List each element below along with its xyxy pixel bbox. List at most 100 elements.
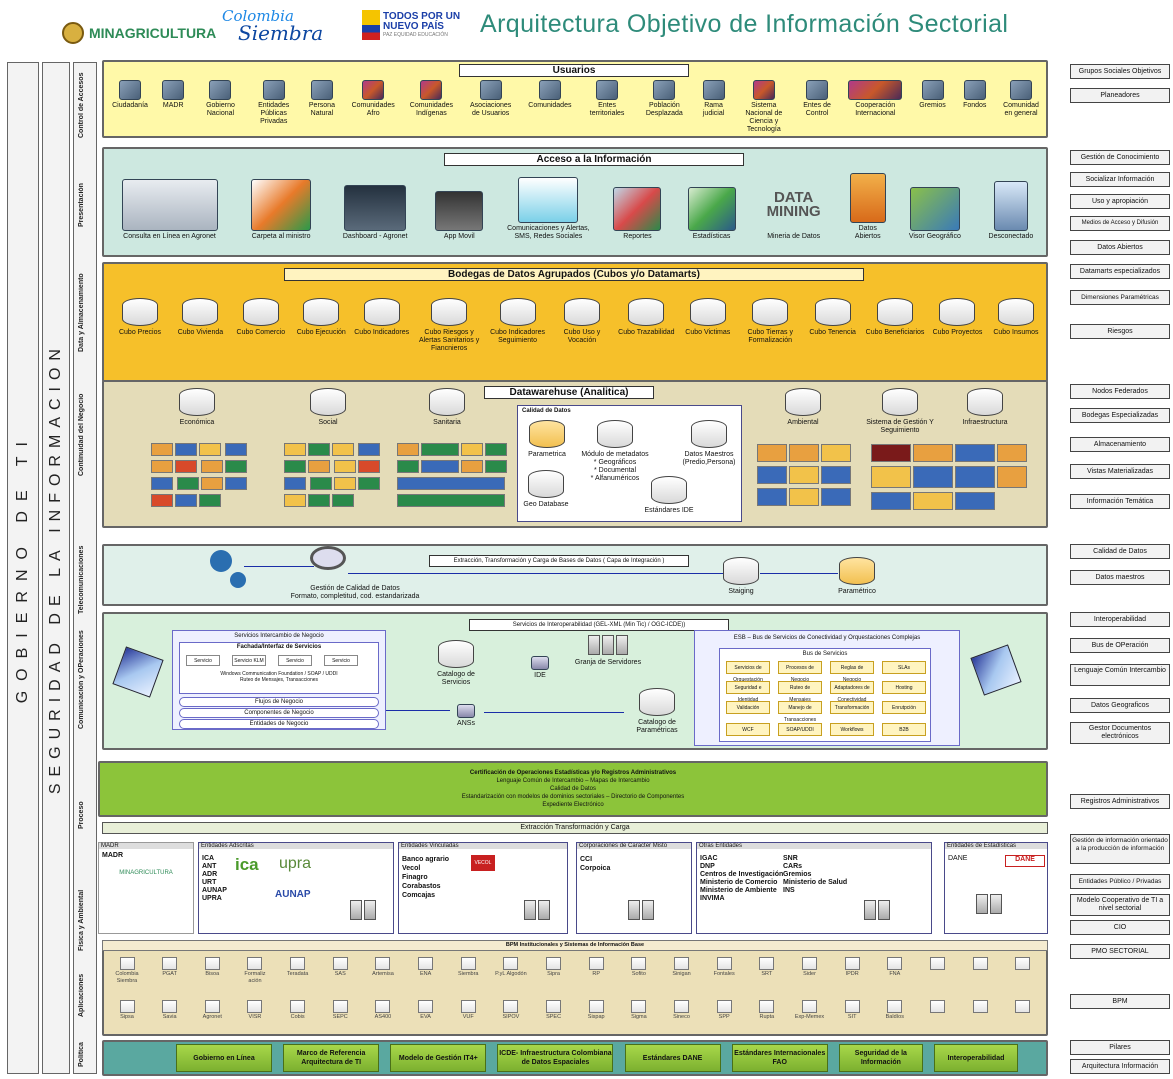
cube-item: Cubo Indicadores — [354, 298, 410, 353]
bus-item: Transformación — [830, 701, 874, 714]
data-mining-logo: DATA MINING — [766, 189, 821, 220]
grid-cell — [955, 466, 995, 488]
grid-cell — [397, 477, 505, 490]
user-item: Ciudadanía — [112, 80, 148, 134]
database-icon — [689, 298, 726, 326]
grid-cell — [485, 460, 507, 473]
bus-box: Bus de Servicios Servicios de Orquestaci… — [719, 648, 931, 742]
flow-arrow — [386, 710, 450, 711]
server-icon — [976, 894, 988, 914]
access-item: Estadísticas — [682, 187, 742, 241]
pillar-item: Gestión de información orientado a la pr… — [1070, 834, 1170, 864]
window-icon — [162, 1000, 178, 1013]
pillar-item: Registros Administrativos — [1070, 794, 1170, 809]
person-icon — [1009, 80, 1032, 100]
estadisticas-box: Entidades de Estadísticas DANE DANE — [944, 842, 1048, 934]
people-icon — [479, 80, 502, 100]
app-item: Formaliz ación — [238, 957, 272, 985]
window-icon — [674, 957, 690, 970]
politica-item: Gobierno en Línea — [176, 1044, 272, 1072]
server-icon — [616, 635, 628, 655]
app-item — [1006, 1000, 1040, 1021]
bus-item: Workflows — [830, 723, 874, 736]
staiging-db: Staiging — [718, 557, 764, 596]
vinculadas-title: Entidades Vinculadas — [399, 843, 567, 849]
seguridad-bar: SEGURIDAD DE LA INFORMACION — [42, 62, 70, 1074]
user-item: Entidades Públicas Privadas — [253, 80, 295, 134]
servicio-box: Servicio — [324, 655, 358, 666]
database-icon — [639, 688, 675, 716]
server-icon — [364, 900, 376, 920]
grid-cell — [821, 444, 851, 462]
window-icon — [759, 957, 775, 970]
bus-title: Bus de Servicios — [802, 651, 848, 657]
grid-cell — [151, 460, 173, 473]
app-item: Teradata — [281, 957, 315, 985]
database-icon — [723, 557, 759, 585]
user-item: Gobierno Nacional — [198, 80, 242, 134]
app-item: Sinigan — [665, 957, 699, 985]
pillar-item: Modelo Cooperativo de TI a nivel sectori… — [1070, 894, 1170, 916]
grid-cell — [199, 443, 221, 456]
ide-stack: IDE — [520, 656, 560, 680]
grid-cell — [357, 477, 380, 490]
window-icon — [802, 957, 817, 970]
pillar-item: Dimensiones Paramétricas — [1070, 290, 1170, 305]
photo-icon — [420, 80, 443, 100]
database-icon — [814, 298, 851, 326]
cube-item: Cubo Victimas — [680, 298, 736, 353]
app-item: Savia — [153, 1000, 187, 1021]
cube-item: Cubo Riesgos y Alertas Sanitarios y Fian… — [414, 298, 484, 353]
app-item: Sipsa — [110, 1000, 144, 1021]
database-icon — [628, 298, 665, 326]
user-item: Persona Natural — [305, 80, 339, 134]
alerts-icon — [518, 177, 579, 223]
reports-icon — [613, 187, 662, 231]
sin-title: Servicios Intercambio de Negocio — [234, 633, 324, 639]
pillar-item: PMO SECTORIAL — [1070, 944, 1170, 959]
cube-item: Cubo Beneficiarios — [865, 298, 925, 353]
user-item: Fondos — [960, 80, 990, 134]
chart-folder-icon — [251, 179, 312, 231]
access-item: Consulta en Línea en Agronet — [112, 179, 227, 241]
building-icon — [209, 80, 232, 100]
window-icon — [460, 957, 476, 970]
grid-cell — [757, 466, 787, 484]
grid-cell — [461, 460, 483, 473]
window-icon — [332, 1000, 348, 1013]
adscritas-title: Entidades Adscritas — [199, 843, 393, 849]
grid-cell — [997, 466, 1027, 488]
cube-item: Cubo Vivienda — [172, 298, 228, 353]
window-icon — [887, 1000, 903, 1013]
catalogo-parametricas: Catalogo de Paramétricas — [624, 688, 690, 735]
app-item: VUF — [451, 1000, 485, 1021]
people-icon — [162, 80, 185, 100]
app-item: SPP — [707, 1000, 741, 1021]
grid-cell — [309, 477, 332, 490]
esb-title: ESB – Bus de Servicios de Conectividad y… — [733, 635, 921, 641]
entidades-pill: Entidades de Negocio — [179, 719, 379, 729]
ide-db: Estándares IDE — [638, 476, 700, 515]
cert-line: Estandarización con modelos de dominios … — [461, 794, 685, 800]
app-item: Sipra — [537, 957, 571, 985]
app-item: SIT — [835, 1000, 869, 1021]
database-icon — [997, 298, 1034, 326]
app-item: Colombia Siembra — [110, 957, 144, 985]
madr-logo: MINAGRICULTURA — [119, 870, 173, 876]
app-item: SPEC — [537, 1000, 571, 1021]
componentes-pill: Componentes de Negocio — [179, 708, 379, 718]
grid-cell — [871, 444, 911, 462]
servers — [523, 899, 551, 923]
window-icon — [546, 957, 562, 970]
grid-cell — [284, 494, 306, 507]
app-item: SAS — [323, 957, 357, 985]
app-item: RP — [579, 957, 613, 985]
user-item: Rama judicial — [699, 80, 729, 134]
pillar-item: Medios de Acceso y Difusión — [1070, 216, 1170, 231]
bus-item: Enrutpción — [882, 701, 926, 714]
wcf-text: Windows Communication Foundation / SOAP … — [220, 671, 338, 683]
app-item: PGAT — [153, 957, 187, 985]
